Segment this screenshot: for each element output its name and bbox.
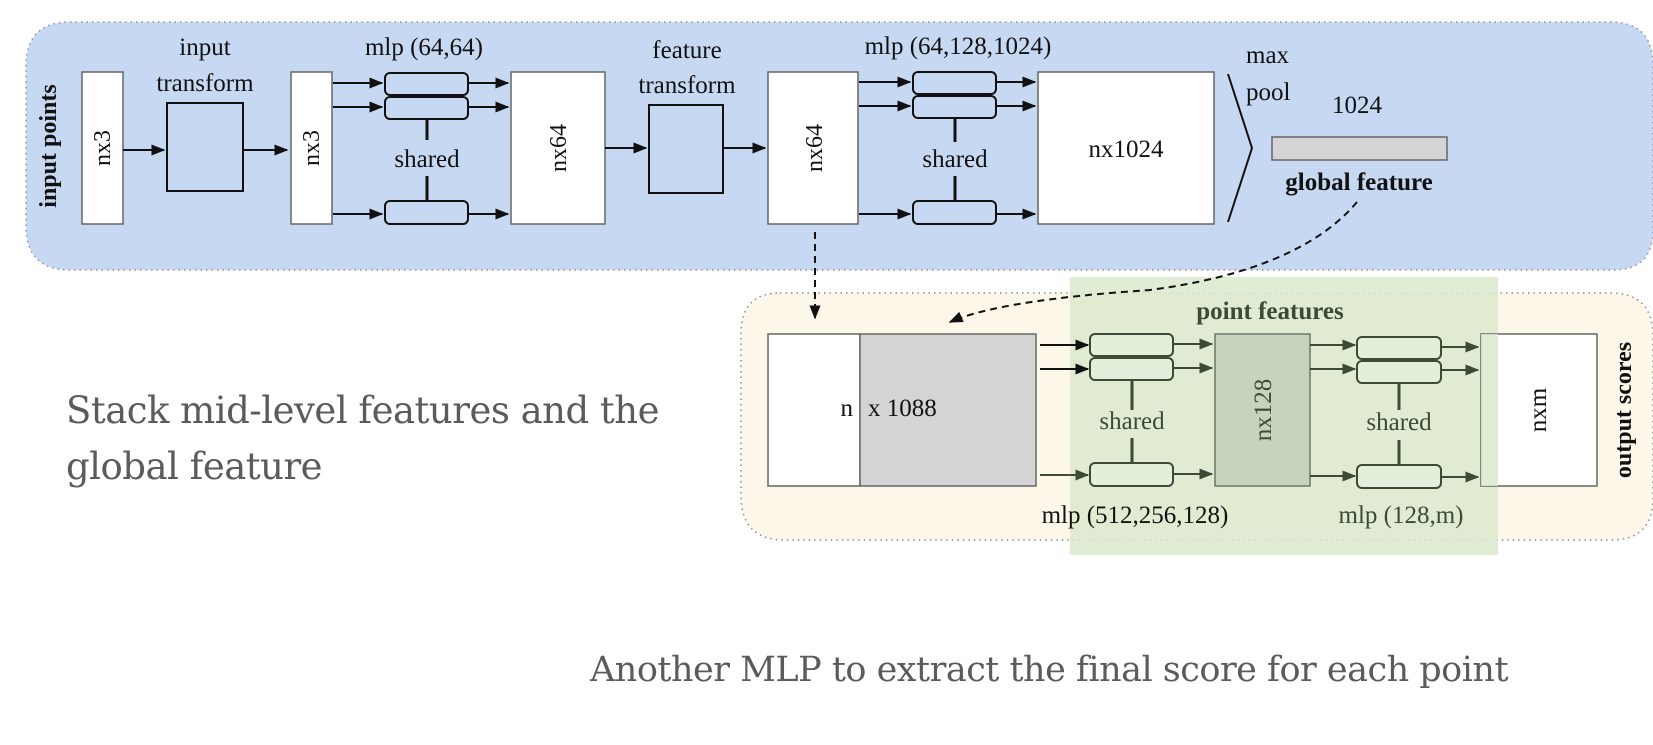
input-transform-box bbox=[166, 102, 244, 192]
mlp1-layer bbox=[384, 72, 469, 96]
caption-final-mlp: Another MLP to extract the final score f… bbox=[590, 650, 1509, 690]
point-features-block bbox=[1214, 333, 1311, 487]
mlp2-layer bbox=[912, 200, 997, 225]
point-features-block-label: nx128 bbox=[1250, 379, 1277, 442]
mlp4-layer bbox=[1356, 464, 1442, 489]
mlp4-layer bbox=[1356, 360, 1442, 384]
maxpool-label-line2: pool bbox=[1246, 79, 1291, 106]
mlp3-shared-label: shared bbox=[1099, 408, 1165, 435]
mlp2-layer bbox=[912, 95, 997, 119]
mlp1-shared-label: shared bbox=[394, 146, 460, 173]
transformed-points-block-label: nx3 bbox=[299, 130, 325, 166]
input-transform-label-line2: transform bbox=[156, 70, 254, 97]
transformed-features-block bbox=[767, 71, 859, 225]
input-points-block bbox=[81, 71, 124, 225]
mlp1-label: mlp (64,64) bbox=[365, 34, 483, 61]
mlp1-layer bbox=[384, 96, 469, 120]
transformed-points-block bbox=[290, 71, 333, 225]
output-scores-block-label: nxm bbox=[1525, 387, 1552, 432]
input-points-label: input points bbox=[36, 84, 62, 207]
mlp3-layer bbox=[1089, 357, 1174, 381]
global-feature-label: global feature bbox=[1285, 169, 1432, 196]
mlp2-output-block bbox=[1037, 71, 1215, 225]
mlp3-layer bbox=[1089, 462, 1174, 487]
maxpool-shape bbox=[1227, 73, 1254, 223]
caption-stack-features: Stack mid-level features and the global … bbox=[66, 389, 660, 488]
mlp3-layer bbox=[1089, 333, 1174, 357]
feature-transform-box bbox=[648, 104, 724, 194]
global-feature-connection-arrow bbox=[948, 201, 1358, 323]
mlp2-shared-label: shared bbox=[922, 146, 988, 173]
output-block-highlight-overlap bbox=[1481, 334, 1498, 486]
concat-block-local bbox=[767, 333, 861, 487]
concat-block-left-label: n bbox=[841, 395, 854, 422]
maxpool-label-line1: max bbox=[1246, 42, 1290, 69]
concat-block-global bbox=[859, 333, 1037, 487]
mlp4-label: mlp (128,m) bbox=[1339, 502, 1464, 529]
input-transform-label-line1: input bbox=[179, 34, 230, 61]
feature-transform-label-line1: feature bbox=[652, 37, 721, 64]
point-features-title: point features bbox=[1196, 298, 1344, 325]
mlp1-output-block-label: nx64 bbox=[546, 124, 572, 172]
concat-block-right-label: x 1088 bbox=[868, 395, 937, 422]
mlp4-layer bbox=[1356, 336, 1442, 360]
global-feature-bar bbox=[1271, 136, 1448, 161]
mlp2-output-block-label: nx1024 bbox=[1089, 136, 1165, 163]
mlp2-label: mlp (64,128,1024) bbox=[865, 33, 1052, 60]
transformed-features-block-label: nx64 bbox=[802, 124, 828, 172]
mlp3-label: mlp (512,256,128) bbox=[1042, 502, 1229, 529]
feature-transform-label-line2: transform bbox=[638, 72, 736, 99]
mlp2-layer bbox=[912, 71, 997, 95]
output-scores-label: output scores bbox=[1611, 342, 1637, 478]
input-points-block-label: nx3 bbox=[90, 130, 116, 166]
global-feature-size-label: 1024 bbox=[1332, 92, 1383, 119]
mlp1-layer bbox=[384, 200, 469, 225]
mlp4-shared-label: shared bbox=[1366, 409, 1432, 436]
